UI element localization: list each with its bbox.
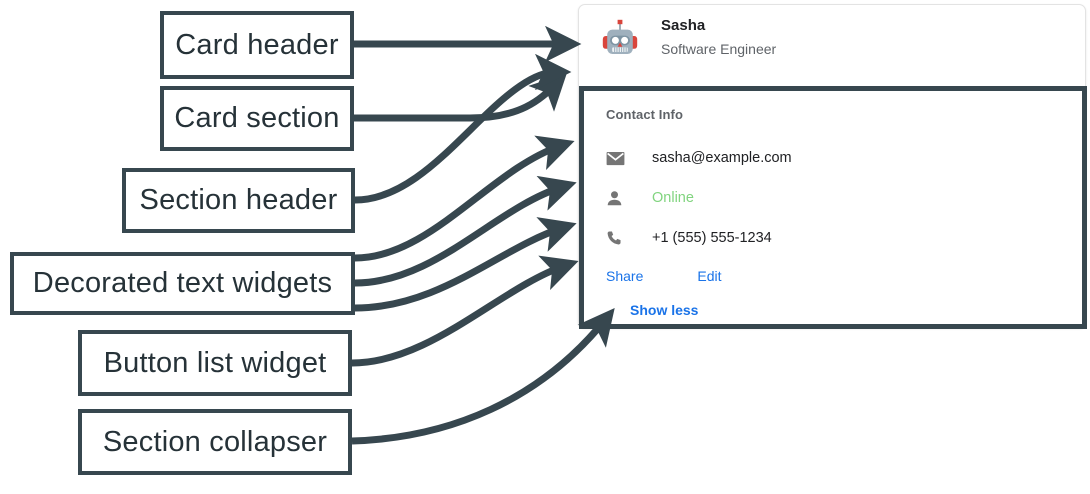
email-value: sasha@example.com [652,150,792,166]
callout-section-collapser-label: Section collapser [102,425,328,458]
status-value: Online [652,190,694,206]
decorated-text-widget-email: sasha@example.com [606,138,1082,178]
decorated-text-widget-phone: +1 (555) 555-1234 [606,218,1082,258]
callout-card-header-label: Card header [175,28,339,61]
arrow-decorated-text-2 [354,175,577,287]
callout-button-list-label: Button list widget [103,346,327,379]
callout-card-header: Card header [160,11,354,79]
callout-section-collapser: Section collapser [78,409,352,475]
section-header: Contact Info [606,107,684,122]
callout-section-header-label: Section header [139,184,338,216]
callout-card-section: Card section [160,86,354,151]
callout-decorated-text: Decorated text widgets [10,252,355,315]
decorated-text-widget-status: Online [606,178,1082,218]
phone-icon [606,230,628,247]
arrow-card-section [353,73,567,122]
share-button[interactable]: Share [598,264,651,288]
arrow-section-header [354,53,572,204]
avatar [597,15,643,61]
arrow-button-list [351,255,579,367]
callout-button-list: Button list widget [78,330,352,396]
card-section-inner: Contact Info sasha@example.com [584,91,1082,322]
callout-decorated-text-label: Decorated text widgets [32,267,333,299]
button-list-widget: Share Edit [598,258,1082,294]
arrow-decorated-text-1 [354,135,575,262]
card-header-text: Sasha Software Engineer [661,16,776,60]
robot-avatar-icon [602,19,638,54]
phone-value: +1 (555) 555-1234 [652,230,772,246]
card-header: Sasha Software Engineer [579,5,1085,71]
arrow-section-collapser [351,308,615,445]
email-icon [606,151,628,166]
callout-section-header: Section header [122,168,355,233]
person-icon [606,190,628,207]
card-header-title: Sasha [661,17,706,35]
arrow-decorated-text-3 [354,217,577,312]
section-collapser-button[interactable]: Show less [630,298,698,322]
edit-button[interactable]: Edit [689,264,729,288]
card-section: Contact Info sasha@example.com [579,86,1087,329]
profile-card: Sasha Software Engineer Contact Info sas… [578,4,1087,329]
callout-card-section-label: Card section [174,102,340,134]
card-header-subtitle: Software Engineer [661,41,777,58]
